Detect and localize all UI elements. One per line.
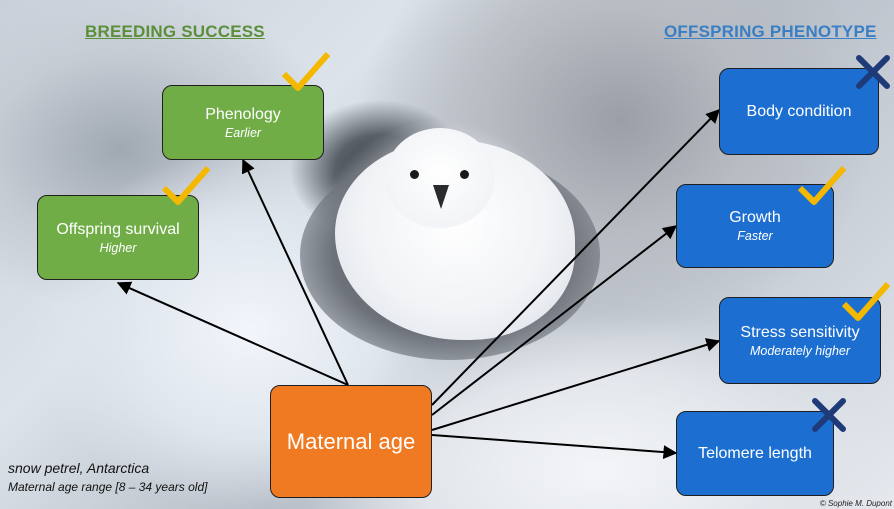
caption-species: snow petrel, Antarctica bbox=[8, 460, 150, 476]
arrow-to-telomere-length bbox=[431, 434, 678, 460]
bird-head bbox=[385, 128, 495, 228]
box-body-condition: Body condition bbox=[719, 68, 879, 155]
heading-breeding-success: BREEDING SUCCESS bbox=[85, 22, 265, 41]
box-telomere-length-title: Telomere length bbox=[698, 444, 812, 462]
bird-eye-right bbox=[460, 170, 469, 179]
box-phenology-subtitle: Earlier bbox=[224, 125, 262, 140]
check-icon-growth bbox=[797, 166, 847, 205]
heading-offspring-phenotype: OFFSPRING PHENOTYPE bbox=[664, 22, 877, 41]
caption-age-range: Maternal age range [8 – 34 years old] bbox=[8, 480, 208, 494]
box-stress-sensitivity-title: Stress sensitivity bbox=[740, 323, 860, 341]
arrow-to-body-condition bbox=[431, 108, 720, 406]
check-icon-phenology bbox=[281, 52, 331, 91]
arrow-to-offspring-survival bbox=[116, 281, 349, 386]
box-offspring-survival-title: Offspring survival bbox=[56, 220, 180, 238]
box-growth-title: Growth bbox=[729, 209, 781, 226]
check-icon-offspring-survival bbox=[161, 166, 211, 205]
cross-icon-body-condition bbox=[856, 55, 890, 89]
box-offspring-survival: Offspring survival Higher bbox=[37, 195, 199, 280]
box-maternal-age: Maternal age bbox=[270, 385, 432, 498]
bird-eye-left bbox=[410, 170, 419, 179]
cross-icon-telomere-length bbox=[812, 398, 846, 432]
box-phenology-title: Phenology bbox=[205, 105, 281, 123]
box-phenology: Phenology Earlier bbox=[162, 85, 324, 160]
bird-beak bbox=[433, 185, 449, 209]
box-offspring-survival-subtitle: Higher bbox=[99, 240, 137, 255]
arrow-to-stress-sensitivity bbox=[431, 338, 721, 431]
box-telomere-length: Telomere length bbox=[676, 411, 834, 496]
arrow-to-growth bbox=[431, 225, 678, 416]
photo-credit: © Sophie M. Dupont bbox=[819, 499, 892, 508]
box-maternal-age-label: Maternal age bbox=[286, 428, 416, 454]
box-stress-sensitivity-subtitle: Moderately higher bbox=[749, 343, 851, 358]
arrow-to-phenology bbox=[241, 158, 349, 386]
box-body-condition-title: Body condition bbox=[746, 102, 852, 120]
box-growth-subtitle: Faster bbox=[737, 229, 773, 243]
check-icon-stress-sensitivity bbox=[841, 282, 891, 321]
box-growth: Growth Faster bbox=[676, 184, 834, 268]
